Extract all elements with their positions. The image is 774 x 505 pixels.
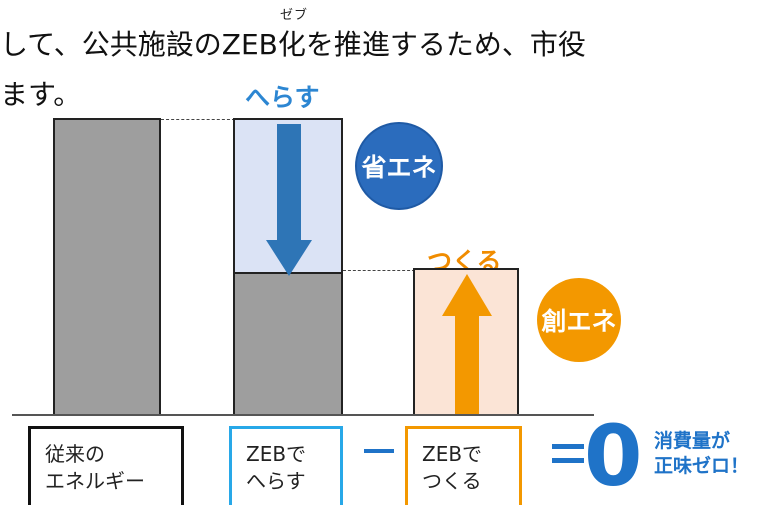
dashed-guide-middle (343, 270, 415, 271)
box-zeb-reduce: ZEBで へらす (229, 426, 343, 505)
bar-remaining-energy (233, 272, 343, 416)
minus-sign (364, 449, 394, 453)
box-zeb-reduce-line-2: へらす (246, 469, 306, 493)
circle-energy-creation: 創エネ (537, 278, 621, 362)
arrow-up-icon (442, 274, 492, 416)
result-note-line-2: 正味ゼロ！ (654, 455, 750, 477)
box-zeb-create: ZEBで つくる (405, 426, 522, 505)
bar-conventional-energy (53, 118, 161, 416)
equals-sign-top (552, 444, 584, 449)
header-text-line-1: して、公共施設のZEB化を推進するため、市役 (0, 28, 586, 61)
box-conventional-line-1: 従来の (45, 442, 105, 466)
equals-sign-bottom (552, 458, 584, 463)
header-text-line-2: ます。 (0, 78, 82, 111)
box-conventional-line-2: エネルギー (45, 469, 145, 493)
result-zero: 0 (584, 407, 643, 505)
circle-energy-creation-text: 創エネ (541, 307, 617, 336)
header-ruby: ゼブ (280, 8, 309, 23)
arrow-down-icon (266, 124, 312, 276)
box-zeb-reduce-line-1: ZEBで (246, 442, 307, 466)
baseline (12, 414, 594, 416)
circle-energy-saving-text: 省エネ (361, 153, 437, 182)
box-conventional-energy: 従来の エネルギー (28, 426, 184, 505)
label-reduce: へらす (245, 83, 320, 112)
box-zeb-create-line-2: つくる (422, 469, 482, 493)
result-note-line-1: 消費量が (654, 430, 731, 452)
dashed-guide-top (161, 119, 235, 120)
circle-energy-saving: 省エネ (355, 122, 443, 210)
box-zeb-create-line-1: ZEBで (422, 442, 483, 466)
